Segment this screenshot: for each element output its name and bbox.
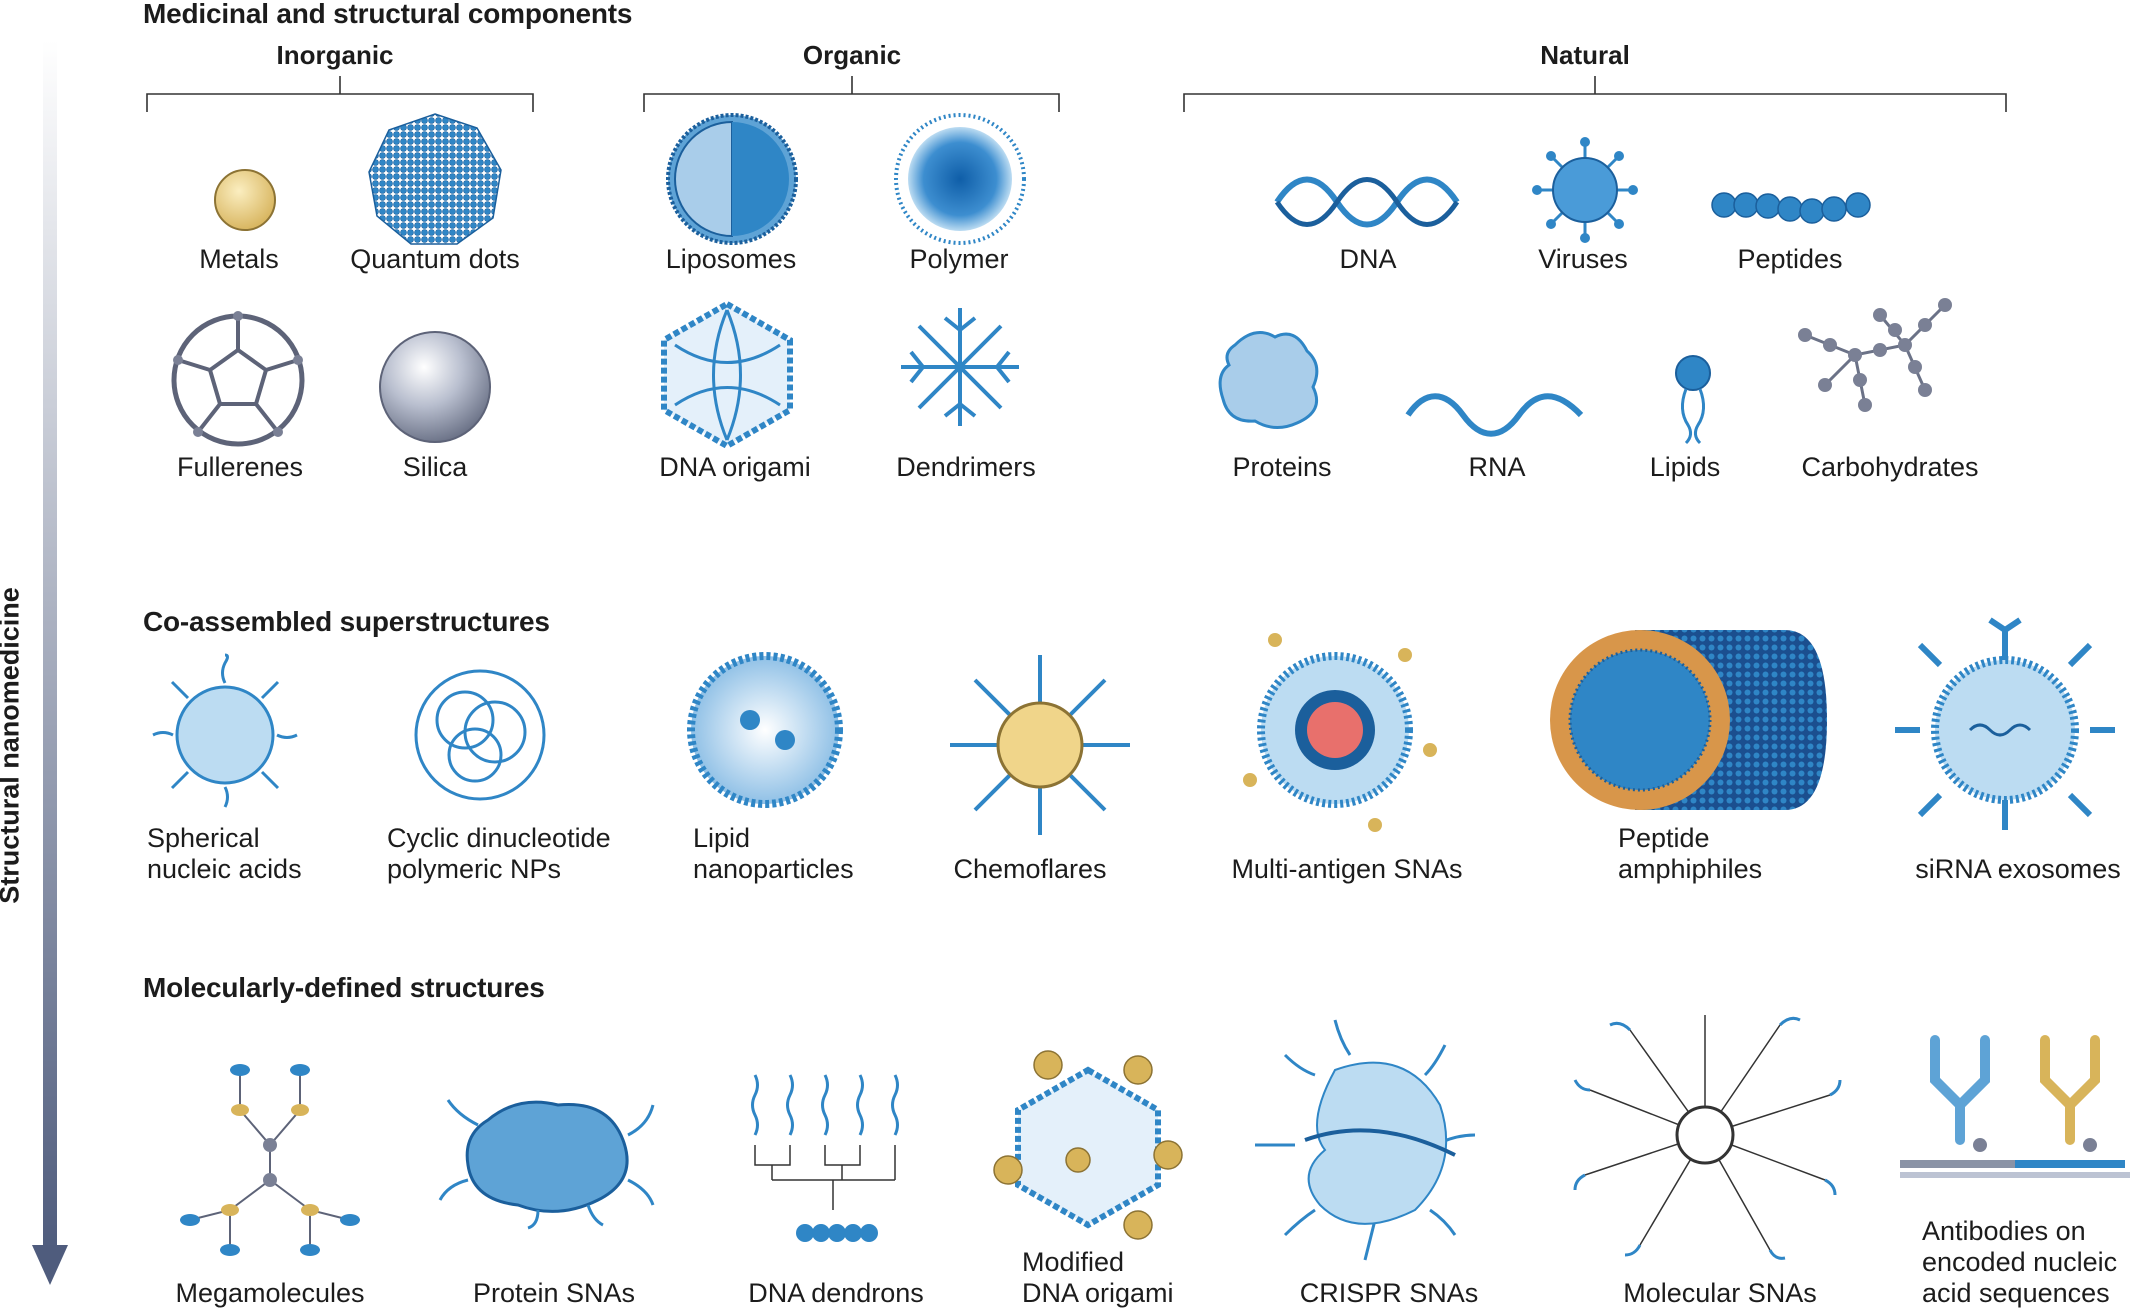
label-quantum-dots: Quantum dots (350, 244, 520, 274)
label-multi-antigen-snas: Multi-antigen SNAs (1231, 854, 1463, 884)
label-amphiphiles: amphiphiles (1618, 854, 1763, 884)
dna-origami-icon (661, 300, 793, 450)
virus-icon (1532, 137, 1638, 243)
label-silica: Silica (402, 452, 468, 482)
label-lipid: Lipid (693, 823, 751, 853)
dna-icon (1274, 176, 1460, 228)
label-molecular-snas: Molecular SNAs (1623, 1278, 1817, 1308)
label-carbohydrates: Carbohydrates (1801, 452, 1979, 482)
label-cyclic-dinucleotide: Cyclic dinucleotide (387, 823, 611, 853)
molecular-sna-icon (1573, 1015, 1842, 1260)
group-brackets (146, 76, 2007, 112)
section-title-molecular: Molecularly-defined structures (143, 972, 545, 1003)
label-dna-dendrons: DNA dendrons (748, 1278, 924, 1308)
section-title-coassembled: Co-assembled superstructures (143, 606, 550, 637)
metal-sphere-icon (214, 169, 276, 231)
multi-antigen-sna-icon (1243, 633, 1437, 832)
label-spherical: Spherical (147, 823, 260, 853)
label-encoded-nucleic: encoded nucleic (1922, 1247, 2118, 1277)
label-polymer: Polymer (909, 244, 1009, 274)
group-title-organic: Organic (802, 40, 902, 70)
protein-sna-icon (438, 1099, 655, 1230)
label-sirna-exosomes: siRNA exosomes (1915, 854, 2121, 884)
peptide-icon (1711, 192, 1871, 224)
label-metals: Metals (199, 244, 279, 274)
liposome-icon (666, 113, 798, 245)
fullerene-icon (171, 311, 305, 447)
label-megamolecules: Megamolecules (175, 1278, 365, 1308)
quantum-dot-icon (368, 113, 502, 245)
group-title-inorganic: Inorganic (276, 40, 394, 70)
label-rna: RNA (1468, 452, 1526, 482)
section-title-medicinal: Medicinal and structural components (143, 0, 633, 29)
group-title-natural: Natural (1540, 40, 1630, 70)
label-antibodies-on: Antibodies on (1922, 1216, 2086, 1246)
label-nucleic-acids: nucleic acids (147, 854, 302, 884)
label-dna-origami: DNA origami (659, 452, 811, 482)
antibody-nucleic-acid-icon (1900, 1035, 2130, 1178)
cyclic-dinucleotide-polymeric-np-icon (414, 669, 546, 801)
label-peptides: Peptides (1737, 244, 1843, 274)
spherical-nucleic-acid-icon (152, 653, 298, 808)
label-peptide: Peptide (1618, 823, 1710, 853)
modified-dna-origami-icon (993, 1050, 1183, 1240)
chemoflare-icon (950, 655, 1130, 835)
label-fullerenes: Fullerenes (176, 452, 304, 482)
label-liposomes: Liposomes (665, 244, 797, 274)
label-viruses: Viruses (1538, 244, 1628, 274)
vertical-axis-arrow (32, 40, 68, 1285)
label-lipids: Lipids (1649, 452, 1721, 482)
sirna-exosome-icon (1895, 617, 2115, 830)
label-protein-snas: Protein SNAs (472, 1278, 636, 1308)
axis-label: Structural nanomedicine (0, 587, 25, 904)
label-dendrimers: Dendrimers (896, 452, 1036, 482)
rna-icon (1405, 393, 1584, 437)
label-modified: Modified (1022, 1247, 1125, 1277)
lipid-icon (1675, 355, 1711, 445)
label-chemoflares: Chemoflares (953, 854, 1107, 884)
label-proteins: Proteins (1232, 452, 1332, 482)
polymer-nanoparticle-icon (894, 113, 1026, 245)
lipid-nanoparticle-icon (687, 652, 843, 808)
silica-sphere-icon (379, 331, 491, 443)
megamolecule-icon (180, 1064, 360, 1256)
dna-dendron-icon (751, 1074, 899, 1242)
dendrimer-icon (901, 308, 1019, 426)
label-nanoparticles: nanoparticles (693, 854, 854, 884)
crispr-sna-icon (1255, 1019, 1476, 1261)
carbohydrate-icon (1798, 298, 1952, 412)
protein-icon (1218, 331, 1319, 429)
label-acid-sequences: acid sequences (1922, 1278, 2110, 1308)
label-dna-origami-mod: DNA origami (1022, 1278, 1174, 1308)
label-dna: DNA (1339, 244, 1397, 274)
label-polymeric-nps: polymeric NPs (387, 854, 562, 884)
peptide-amphiphile-icon (1550, 630, 1827, 810)
label-crispr-snas: CRISPR SNAs (1299, 1278, 1479, 1308)
